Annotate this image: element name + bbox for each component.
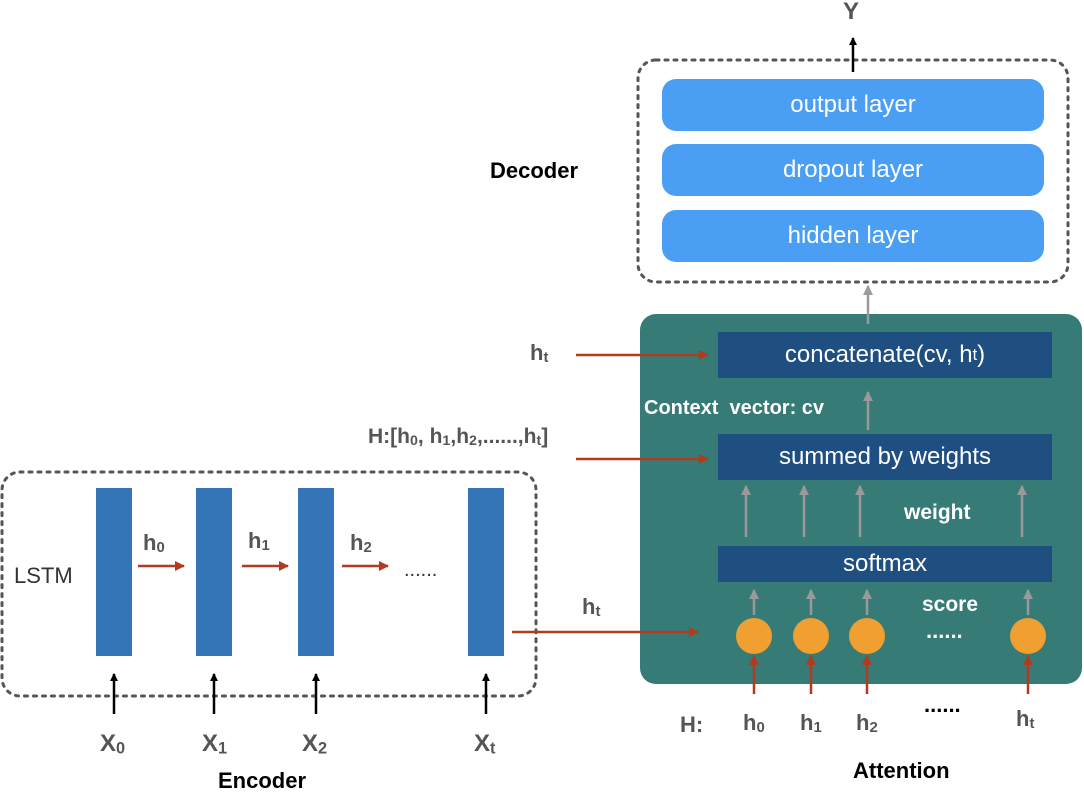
encoder-input-sub: 2 xyxy=(318,739,328,758)
encoder-frame xyxy=(0,470,538,698)
bottom-h-input: h2 xyxy=(856,712,878,736)
lstm-cell xyxy=(468,488,504,656)
bottom-h-base: h xyxy=(800,710,814,735)
bottom-H-prefix: H: xyxy=(680,712,704,737)
bottom-h-input: h0 xyxy=(743,712,765,736)
concatenate-label: concatenate(cv, h xyxy=(784,341,973,368)
summed-by-weights-box: summed by weights xyxy=(718,434,1052,480)
lstm-cell xyxy=(298,488,334,656)
score-label: score xyxy=(922,593,979,616)
encoder-ht-sub: t xyxy=(595,603,601,621)
score-dots: ...... xyxy=(926,618,963,643)
hidden-state-base: h xyxy=(143,530,157,555)
encoder-input-label: X1 xyxy=(202,732,227,757)
dropout-layer-box: dropout layer xyxy=(662,144,1044,196)
hidden-state-sub: 2 xyxy=(363,539,372,557)
hidden-layer-box: hidden layer xyxy=(662,210,1044,262)
score-node xyxy=(736,618,772,654)
H-list-label: H:[h0, h1,h2,......,ht] xyxy=(368,426,548,448)
H-list-part: ,......,h xyxy=(476,425,537,448)
bottom-h-sub: 1 xyxy=(813,719,822,737)
bottom-h-sub: t xyxy=(1029,715,1035,733)
output-layer-box: output layer xyxy=(662,79,1044,131)
encoder-ht-base: h xyxy=(582,594,596,619)
hidden-state-sub: 0 xyxy=(156,539,165,557)
hidden-state-label: h0 xyxy=(143,532,165,556)
encoder-input-base: X xyxy=(202,730,219,757)
score-node xyxy=(849,618,885,654)
ht-concat-label: ht xyxy=(530,342,548,366)
weight-label: weight xyxy=(904,501,971,524)
encoder-input-label: X0 xyxy=(100,732,125,757)
encoder-input-label: X2 xyxy=(302,732,327,757)
decoder-title: Decoder xyxy=(490,158,579,183)
encoder-input-base: X xyxy=(100,730,117,757)
bottom-h-base: h xyxy=(1016,706,1030,731)
H-list-sub: 0 xyxy=(409,433,418,450)
output-label: Y xyxy=(843,0,860,25)
bottom-h-sub: 0 xyxy=(756,719,765,737)
hidden-state-base: h xyxy=(350,530,364,555)
H-list-suffix: ] xyxy=(541,425,549,448)
H-list-part: , h xyxy=(417,425,443,448)
bottom-h-sub: 2 xyxy=(869,719,878,737)
score-node xyxy=(1010,618,1046,654)
encoder-input-base: X xyxy=(302,730,319,757)
encoder-ht-label: ht xyxy=(582,596,600,620)
encoder-input-base: X xyxy=(474,730,491,757)
lstm-label: LSTM xyxy=(14,563,73,588)
attention-title: Attention xyxy=(853,758,950,783)
H-list-sub: 2 xyxy=(469,433,477,450)
lstm-cell xyxy=(96,488,132,656)
H-list-sub: 1 xyxy=(442,433,451,450)
hidden-state-label: h1 xyxy=(248,530,270,554)
encoder-dots: ...... xyxy=(404,559,438,581)
bottom-h-base: h xyxy=(856,710,870,735)
H-list-sub: t xyxy=(536,433,542,450)
encoder-input-sub: 1 xyxy=(218,739,228,758)
softmax-box: softmax xyxy=(718,546,1052,582)
encoder-title: Encoder xyxy=(218,768,307,793)
H-list-part: ,h xyxy=(450,425,470,448)
hidden-state-base: h xyxy=(248,528,262,553)
ht-concat-base: h xyxy=(530,340,544,365)
context-vector-label: Context vector: cv xyxy=(644,397,825,419)
bottom-h-base: h xyxy=(743,710,757,735)
encoder-input-label: Xt xyxy=(474,732,495,757)
encoder-input-sub: t xyxy=(490,739,496,758)
concatenate-subscript: t xyxy=(972,345,978,364)
score-node xyxy=(793,618,829,654)
ht-concat-sub: t xyxy=(543,349,549,367)
hidden-state-label: h2 xyxy=(350,532,372,556)
hidden-state-sub: 1 xyxy=(261,537,270,555)
bottom-h-input: h1 xyxy=(800,712,822,736)
bottom-h-input: ht xyxy=(1016,708,1034,732)
H-list-prefix: H:[h xyxy=(368,425,410,448)
concatenate-close: ) xyxy=(977,341,986,368)
bottom-dots: ...... xyxy=(924,692,961,717)
lstm-cell xyxy=(196,488,232,656)
encoder-input-sub: 0 xyxy=(116,739,126,758)
